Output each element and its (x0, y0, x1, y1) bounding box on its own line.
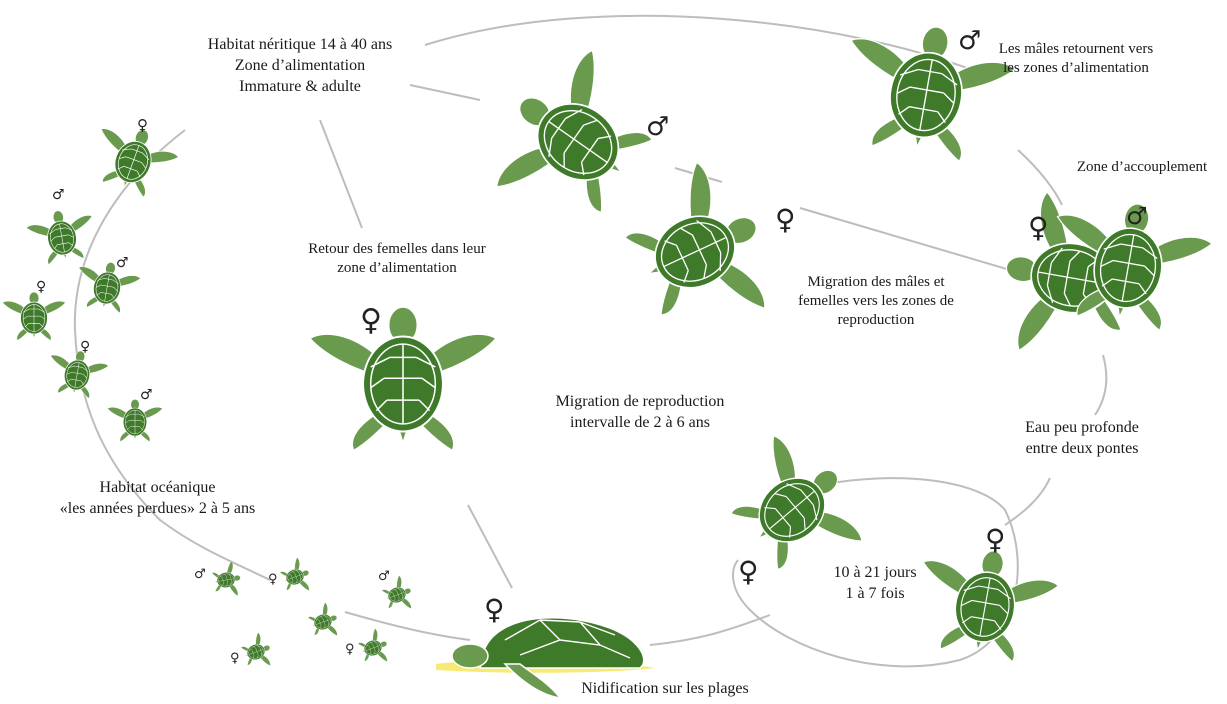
hatchling-5 (238, 630, 276, 672)
label-migration-males-females: Migration des mâles et femelles vers les… (776, 273, 976, 330)
female-symbol-returning: ♀ (360, 306, 382, 336)
female-symbol-nesting: ♀ (484, 596, 505, 624)
female-symbol-hatchling-4: ♀ (345, 643, 355, 656)
female-symbol-internesting-1: ♀ (738, 558, 759, 586)
female-symbol-internesting-2: ♀ (985, 526, 1006, 554)
connector-migration-to-mating (800, 208, 1010, 270)
juvenile-turtle-top-left (84, 116, 183, 204)
male-symbol-adult-top: ♂ (646, 114, 669, 140)
hatchling-6 (355, 626, 393, 668)
male-symbol-juvenile-5: ♂ (140, 388, 153, 402)
connector-neritic-to-females-return (320, 120, 362, 228)
hatchling-2 (277, 555, 315, 597)
male-symbol-mating: ♂ (1126, 204, 1148, 228)
adult-female-turtle-migrating (609, 151, 789, 349)
label-mating-zone: Zone d’accouplement (1062, 158, 1222, 177)
female-symbol-juvenile-3: ♀ (36, 280, 46, 294)
label-reproduction-migration: Migration de reproduction intervalle de … (520, 391, 760, 433)
connector-female-to-nest (468, 505, 512, 588)
juvenile-turtle-left-1 (24, 205, 99, 267)
adult-male-turtle-top (474, 34, 675, 244)
female-symbol-juvenile-top: ♀ (137, 118, 148, 133)
female-returning-turtle (310, 307, 496, 450)
hatchling-4 (305, 600, 343, 642)
male-symbol-juvenile-1: ♂ (52, 188, 65, 202)
connector-hatchlings-to-nest (345, 612, 470, 640)
connector-shallow-to-nesting (1005, 478, 1050, 525)
male-symbol-returning: ♂ (958, 28, 981, 54)
label-internesting-period: 10 à 21 jours 1 à 7 fois (800, 562, 950, 604)
female-symbol-hatchling-5: ♀ (230, 652, 240, 665)
label-shallow-water: Eau peu profonde entre deux pontes (992, 417, 1172, 459)
juvenile-turtle-left-4 (44, 346, 110, 401)
connector-nest-to-beach-loop (650, 615, 770, 645)
turtle-illustrations (3, 13, 1217, 698)
connector-neritic-to-turtles (410, 85, 480, 100)
male-symbol-hatchling-3: ♂ (378, 570, 390, 583)
juvenile-turtle-left-3 (3, 292, 66, 340)
label-beach-nesting: Nidification sur les plages (555, 678, 775, 699)
female-symbol-migrating: ♀ (775, 206, 796, 234)
juvenile-turtle-left-5 (108, 399, 163, 441)
connector-mating-to-shallow (1095, 355, 1106, 415)
female-symbol-mating: ♀ (1028, 214, 1049, 242)
adult-male-turtle-returning (834, 13, 1020, 168)
label-males-return: Les mâles retournent vers les zones d’al… (976, 40, 1176, 78)
label-females-return: Retour des femelles dans leur zone d’ali… (292, 240, 502, 278)
male-symbol-hatchling-1: ♂ (194, 568, 206, 581)
male-symbol-juvenile-2: ♂ (116, 256, 129, 270)
label-neritic-habitat: Habitat néritique 14 à 40 ans Zone d’ali… (182, 34, 418, 97)
label-oceanic-habitat: Habitat océanique «les années perdues» 2… (40, 477, 275, 519)
female-symbol-hatchling-2: ♀ (268, 573, 278, 586)
connector-males-to-mating (1018, 150, 1062, 205)
female-symbol-juvenile-4: ♀ (80, 340, 90, 354)
